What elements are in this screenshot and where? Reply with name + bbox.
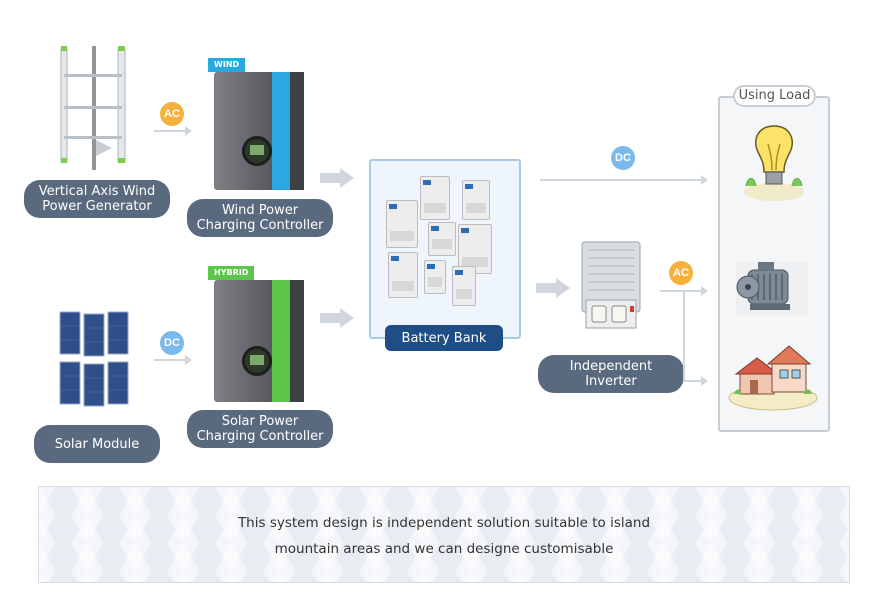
footer-note: This system design is independent soluti… [38, 486, 850, 583]
inverter-label: Independent Inverter [538, 355, 684, 393]
wind-to-controller-arrow [154, 126, 192, 136]
solar-controller-icon: HYBRID [208, 266, 304, 404]
solar-to-controller-arrow [154, 355, 192, 365]
house-icon [728, 345, 818, 411]
footer-line-2: mountain areas and we can designe custom… [274, 541, 614, 557]
battery-bank-label: Battery Bank [385, 325, 503, 351]
wind-tag: WIND [208, 58, 246, 72]
solar-to-battery-arrow [320, 308, 354, 328]
solar-dc-badge: DC [160, 331, 184, 355]
solar-panel-icon [59, 311, 129, 407]
wind-to-battery-arrow [320, 168, 354, 188]
wind-controller-label: Wind Power Charging Controller [187, 199, 333, 237]
wind-controller-icon: WIND [208, 58, 304, 192]
wind-turbine-icon [60, 46, 126, 170]
hybrid-tag: HYBRID [208, 266, 255, 280]
inverter-branch-line [683, 290, 685, 382]
wind-ac-badge: AC [160, 102, 184, 126]
inverter-to-house-arrow [684, 376, 708, 386]
inverter-to-motor-arrow [660, 286, 708, 296]
footer-line-1: This system design is independent soluti… [237, 515, 651, 531]
solar-module-label: Solar Module [34, 425, 160, 463]
battery-icon [384, 176, 504, 312]
battery-to-load-dc-badge: DC [611, 146, 635, 170]
inverter-icon [581, 241, 641, 329]
using-load-title: Using Load [733, 85, 816, 107]
solar-controller-label: Solar Power Charging Controller [187, 410, 333, 448]
electric-motor-icon [736, 262, 808, 316]
battery-to-inverter-arrow [536, 278, 570, 298]
battery-to-load-arrow [540, 175, 708, 185]
wind-generator-label: Vertical Axis Wind Power Generator [24, 180, 170, 218]
light-bulb-icon [744, 125, 804, 201]
inverter-to-load-ac-badge: AC [669, 261, 693, 285]
